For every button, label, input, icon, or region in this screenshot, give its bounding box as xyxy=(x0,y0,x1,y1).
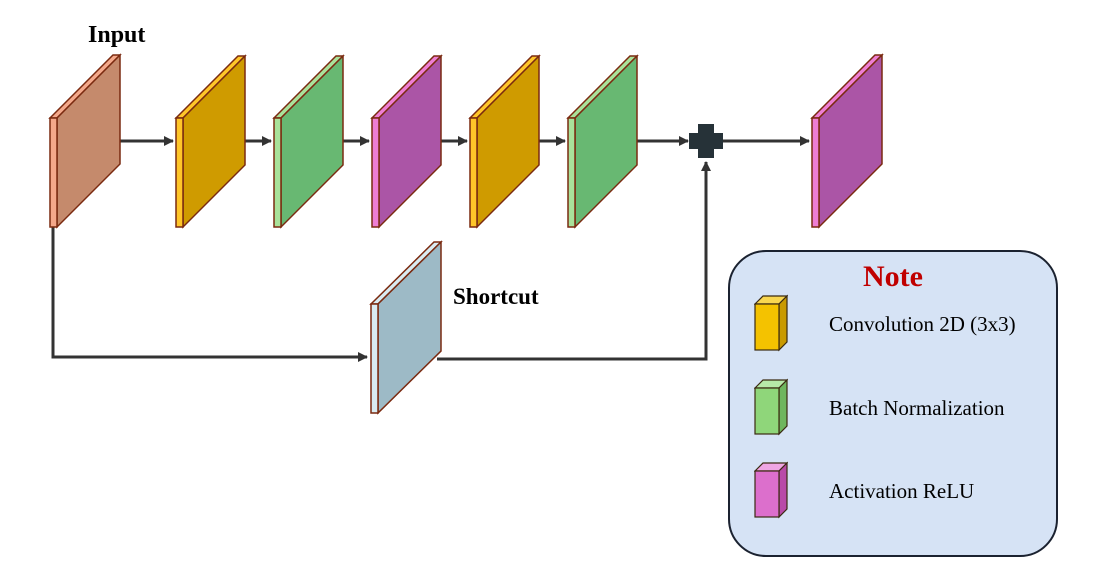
batchnorm-block-2 xyxy=(566,54,639,229)
green-cube-icon xyxy=(754,378,788,436)
legend-label-batchnorm: Batch Normalization xyxy=(829,396,1005,420)
arrow-input-to-shortcut xyxy=(51,227,368,362)
conv2d-block-1 xyxy=(174,54,247,229)
legend-label-conv2d: Convolution 2D (3x3) xyxy=(829,312,1016,336)
arrow-shortcut-to-add xyxy=(437,161,711,361)
shortcut-block xyxy=(369,240,443,415)
relu-block-1 xyxy=(370,54,443,229)
add-plus-icon xyxy=(689,124,723,158)
input-label: Input xyxy=(88,22,146,48)
conv2d-block-2 xyxy=(468,54,541,229)
batchnorm-block-1 xyxy=(272,54,345,229)
legend-note-box: Note Convolution 2D (3x3) Batch Normaliz… xyxy=(728,250,1058,557)
pink-cube-icon xyxy=(754,461,788,519)
output-relu-block xyxy=(810,53,884,229)
input-block xyxy=(48,53,122,229)
legend-title: Note xyxy=(863,260,923,293)
legend-label-relu: Activation ReLU xyxy=(829,479,975,503)
shortcut-label: Shortcut xyxy=(453,284,539,309)
yellow-cube-icon xyxy=(754,294,788,352)
